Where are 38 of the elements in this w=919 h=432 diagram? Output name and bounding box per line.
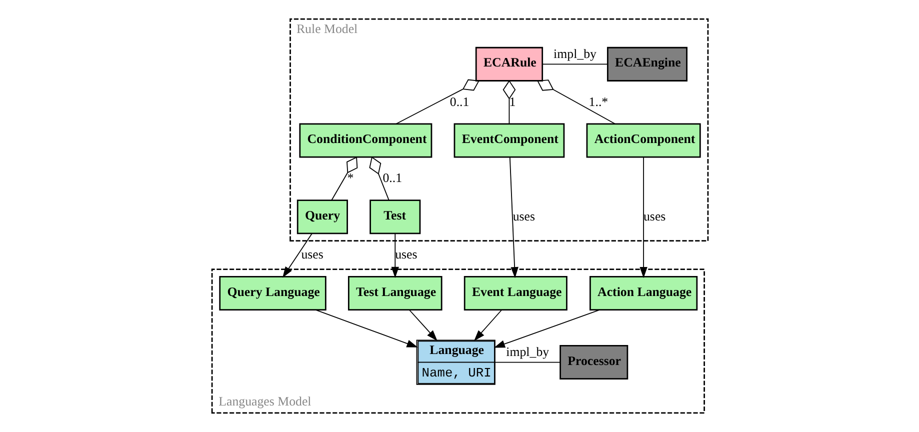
node-box: Test Language <box>347 276 442 311</box>
node-box: ActionComponent <box>586 123 700 158</box>
node-box: ConditionComponent <box>298 123 432 158</box>
node-box: Test <box>369 200 420 234</box>
arrow <box>493 309 600 348</box>
arrow <box>408 310 437 342</box>
edge-label: uses <box>300 248 323 262</box>
edge-label: 1 <box>508 94 516 109</box>
arrow <box>473 310 502 342</box>
arrow <box>282 233 312 278</box>
connector <box>536 80 616 124</box>
edge-label: * <box>346 171 354 186</box>
node-box: ECARule <box>474 46 543 82</box>
connector <box>368 156 389 201</box>
connector <box>494 362 560 363</box>
arrow <box>508 156 518 278</box>
connector <box>394 79 480 124</box>
connector <box>542 64 608 65</box>
edge-label: uses <box>394 248 417 262</box>
edge-label: uses <box>643 209 666 224</box>
connector <box>502 80 516 124</box>
arrow <box>390 233 398 278</box>
node-box: Query <box>296 200 348 234</box>
edge-label: 1..* <box>588 94 608 109</box>
edge-label: uses <box>512 209 535 224</box>
node-box: ECAEngine <box>606 46 687 82</box>
arrow <box>314 309 418 348</box>
edge-label: 0..1 <box>382 171 402 186</box>
edge-label: impl_by <box>506 345 549 360</box>
node-box: EventComponent <box>453 123 564 158</box>
node-box: Event Language <box>463 276 567 311</box>
edge-label: impl_by <box>553 46 596 61</box>
node-box: Action Language <box>589 276 698 311</box>
node-box: Processor <box>559 345 628 380</box>
edge-label: 0..1 <box>449 94 469 109</box>
connector <box>330 156 358 201</box>
node-box: Query Language <box>218 276 326 311</box>
arrow <box>639 156 647 278</box>
